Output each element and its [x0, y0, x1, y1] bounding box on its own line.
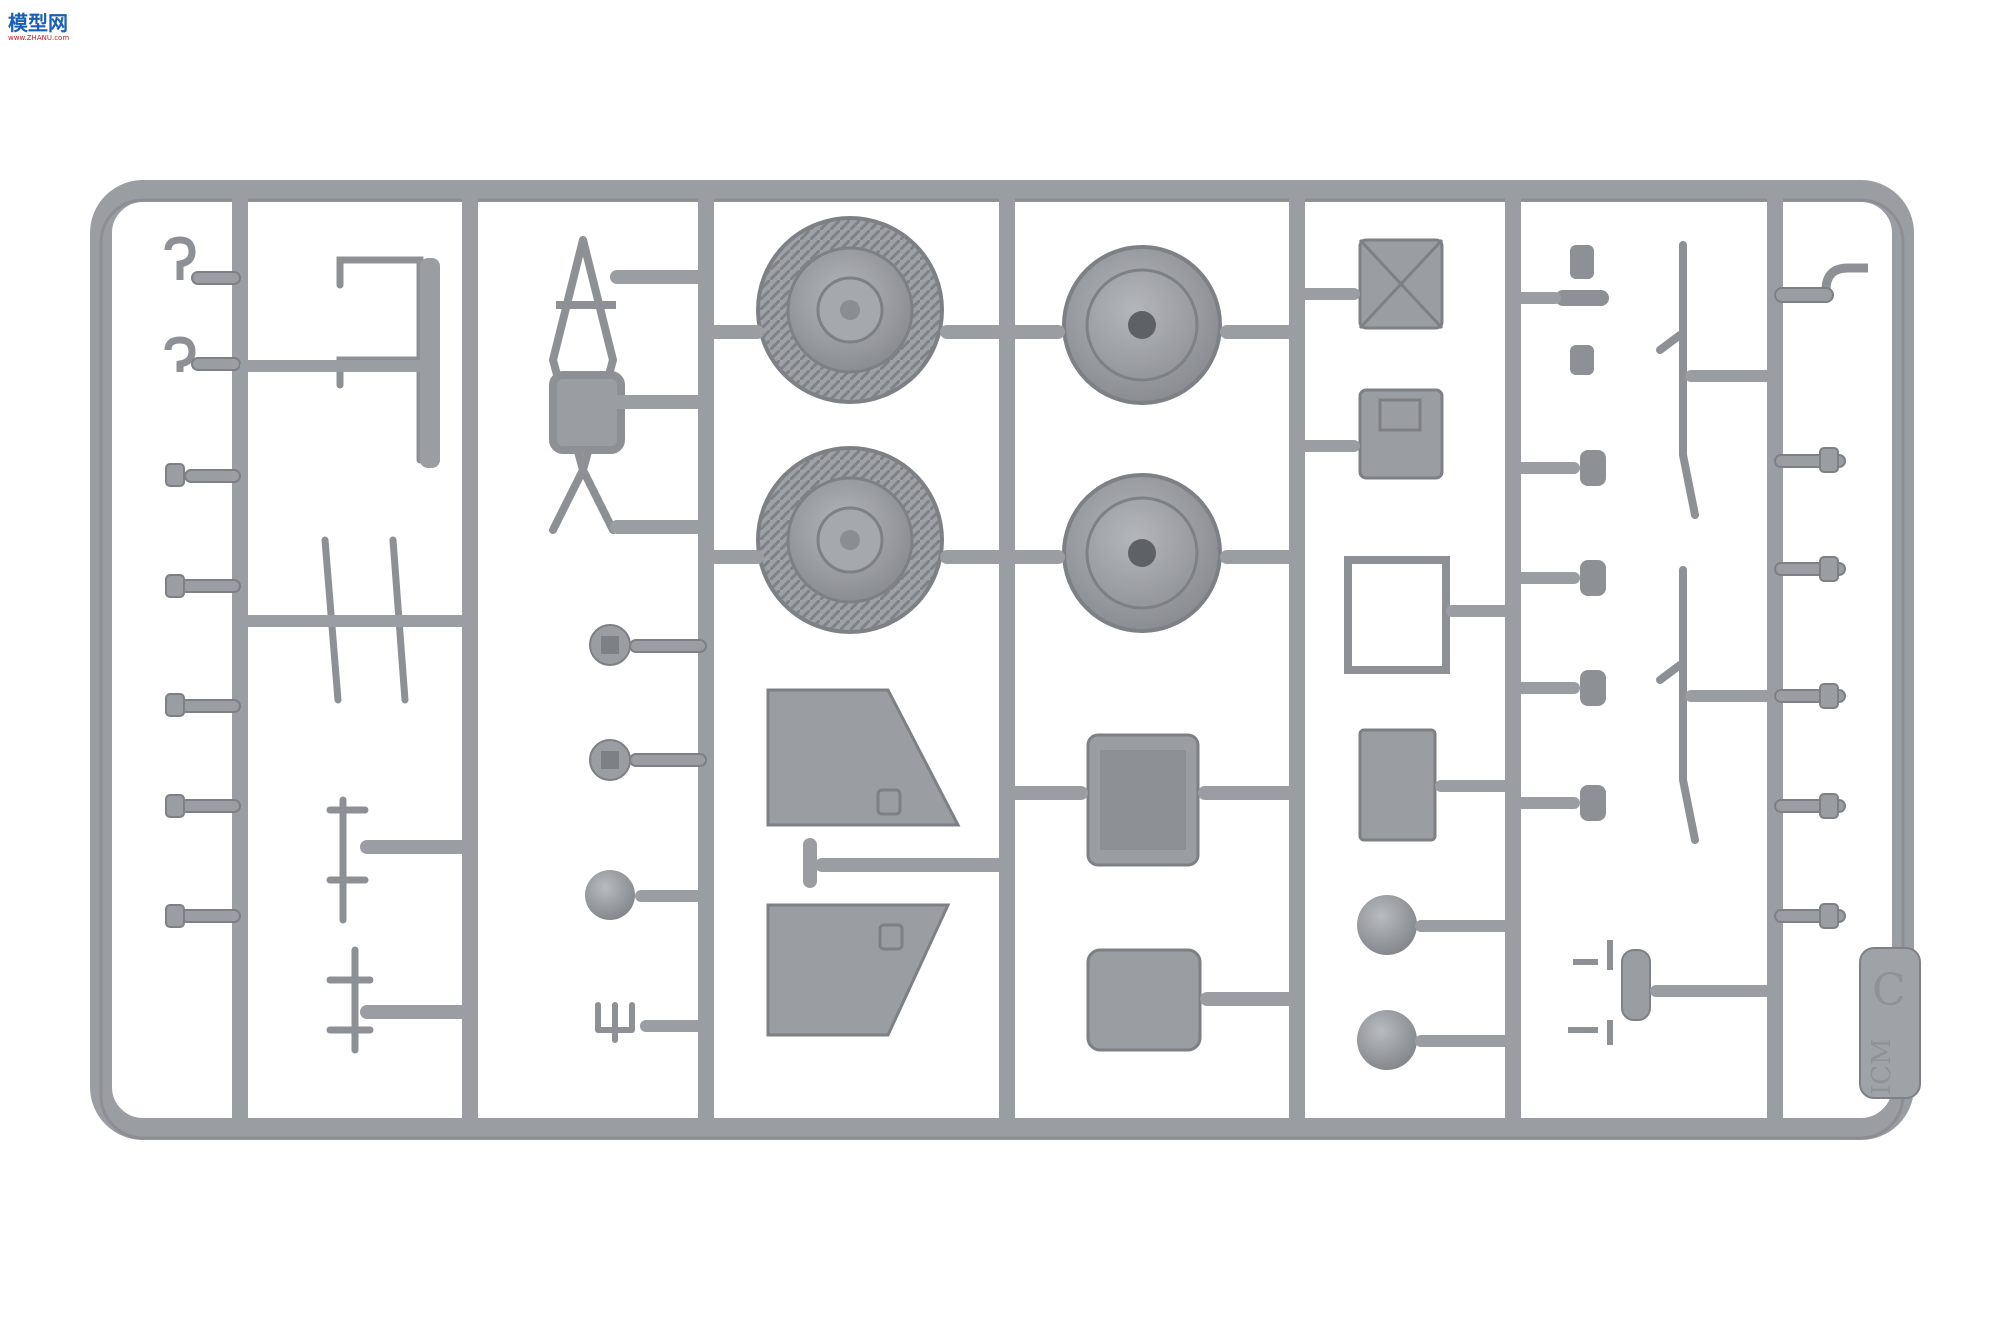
- frame-part: [1344, 556, 1513, 674]
- sprue-letter: C: [1872, 965, 1906, 1016]
- rifle-lower: [1656, 566, 1699, 844]
- valve-parts: [589, 624, 707, 781]
- door-panel-upper: [766, 688, 961, 827]
- sprue-runners: [232, 192, 1783, 1128]
- rifle-gates: [1685, 370, 1775, 702]
- towing-frame: [549, 236, 625, 534]
- tray-part: [1007, 733, 1297, 867]
- box-part: [1358, 728, 1513, 842]
- tire-upper: [756, 216, 944, 404]
- watermark-logo: 模型网 www.ZHANU.com: [6, 8, 70, 42]
- spring-parts: [1555, 245, 1609, 821]
- tire-lower: [756, 446, 944, 634]
- tire-gates: [706, 325, 1007, 564]
- rifle-upper: [1656, 241, 1699, 519]
- wheel-upper: [1062, 245, 1222, 405]
- spring-gates: [1513, 292, 1580, 809]
- watermark-text: 模型网: [8, 11, 68, 35]
- towing-frame-gates: [610, 270, 706, 534]
- watermark-url: www.ZHANU.com: [8, 34, 69, 42]
- small-hooks-column: [164, 236, 241, 928]
- stand-part: [1568, 940, 1775, 1045]
- wheel-lower: [1062, 473, 1222, 633]
- ball-part: [585, 870, 706, 920]
- wheel-gates: [1007, 325, 1297, 564]
- bracket-column: [1774, 263, 1868, 929]
- brand-label: ICM: [1867, 1038, 1897, 1095]
- door-gates: [803, 838, 1007, 888]
- plate-part: [1086, 948, 1297, 1052]
- ball-parts: [1357, 895, 1513, 1070]
- handles-column: [321, 256, 424, 1054]
- handle-gates: [240, 258, 470, 1019]
- fork-part: [595, 1002, 706, 1043]
- jerrycan-upper: [1297, 238, 1444, 330]
- door-panel-lower: [766, 903, 951, 1037]
- brand-tab: ICM C: [1859, 947, 1921, 1099]
- jerrycan-lower: [1297, 388, 1444, 480]
